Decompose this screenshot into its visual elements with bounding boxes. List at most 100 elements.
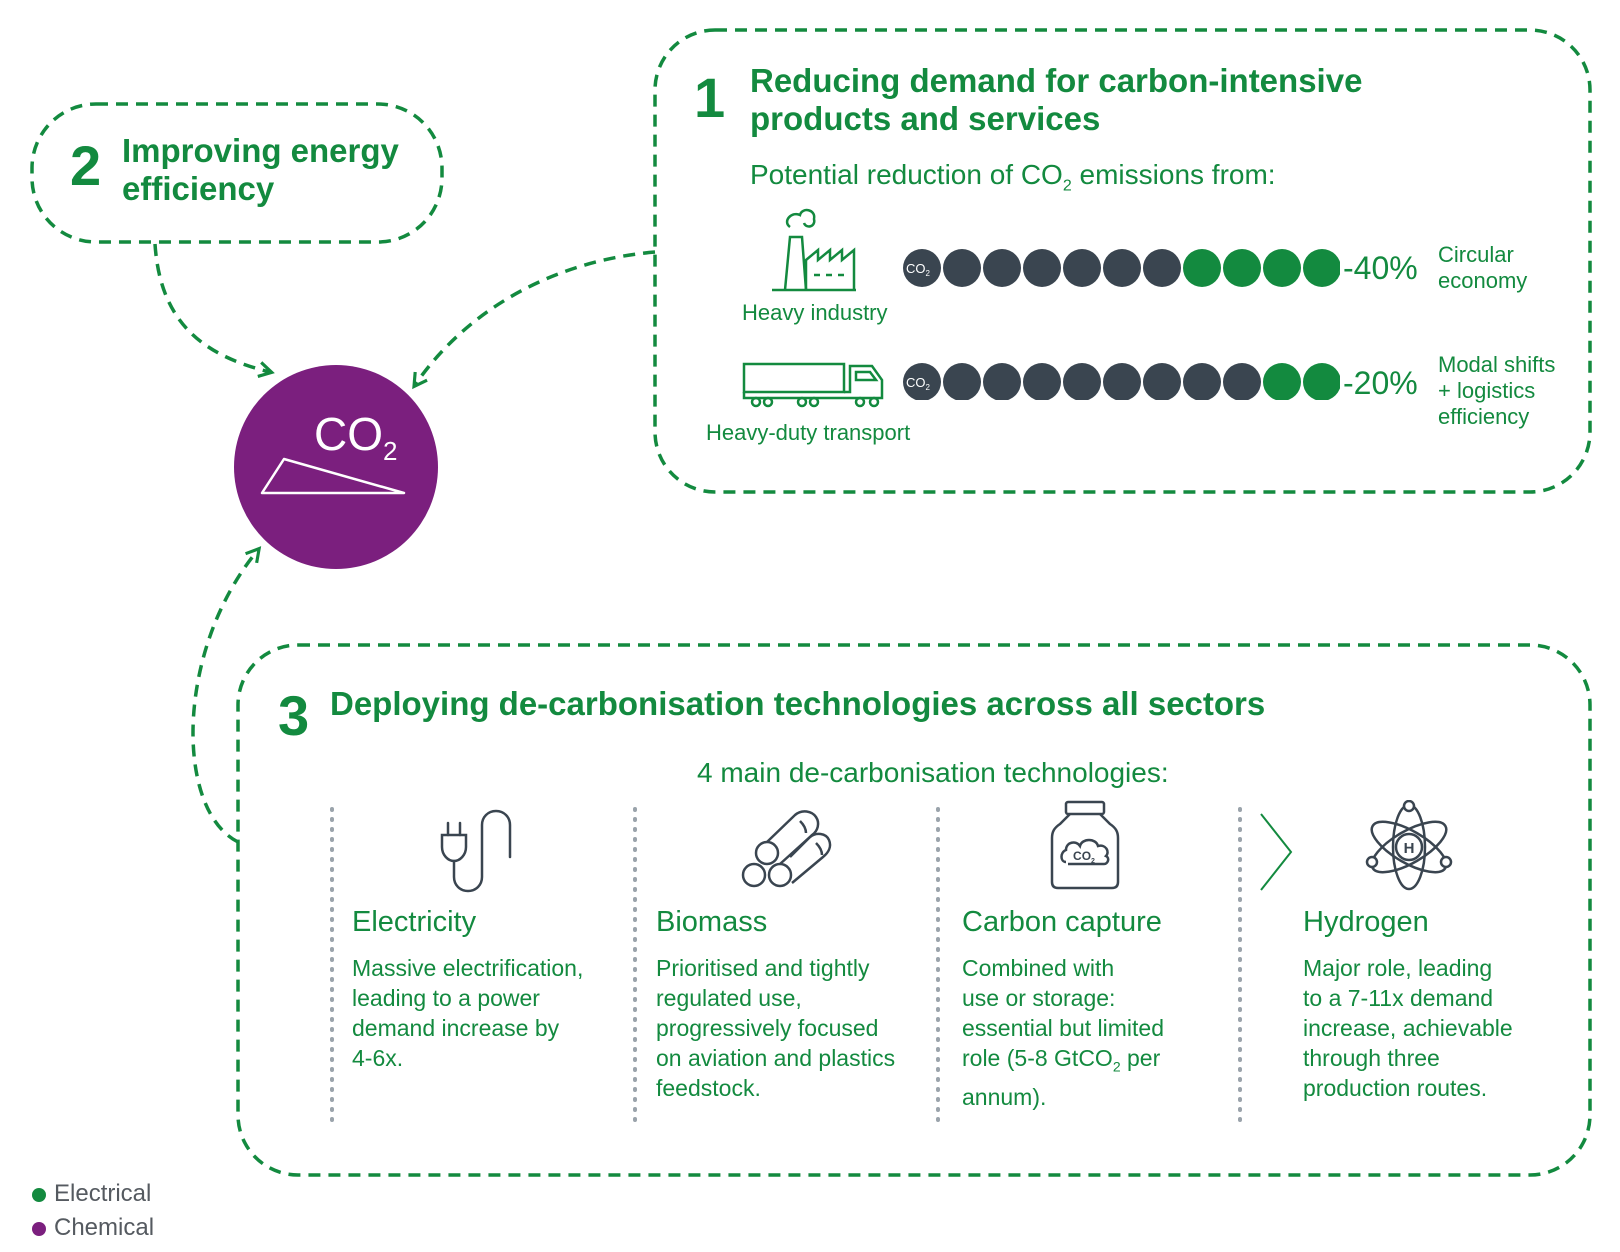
tech-desc-line: feedstock. xyxy=(656,1075,761,1101)
box2-frame xyxy=(30,102,444,244)
tech-desc-line: essential but limited xyxy=(962,1015,1164,1041)
tech-desc-line: to a 7-11x demand xyxy=(1303,985,1494,1011)
tech-desc-line: production routes. xyxy=(1303,1075,1488,1101)
box1-title-line1: Reducing demand for carbon-intensive xyxy=(750,62,1363,99)
reduction-dot-green xyxy=(1223,249,1261,287)
row1-percent: -40% xyxy=(1343,250,1418,286)
box1-frame xyxy=(653,28,1592,494)
box2-title-line1: Improving energy xyxy=(122,132,399,169)
emission-dot-dark xyxy=(1143,249,1181,287)
box1-subtitle: Potential reduction of CO2 emissions fro… xyxy=(750,159,1276,195)
arrow-box3-to-co2 xyxy=(191,546,262,844)
tech-electricity-title: Electricity xyxy=(352,906,477,938)
tech-desc-line: annum). xyxy=(962,1083,1047,1110)
box1-title-line2: products and services xyxy=(750,100,1101,137)
emission-dot-dark xyxy=(983,363,1021,400)
row2-label: Heavy-duty transport xyxy=(706,420,911,445)
tech-desc-line: regulated use, xyxy=(656,985,802,1011)
box3-subtitle: 4 main de-carbonisation technologies: xyxy=(697,757,1169,788)
box1-number: 1 xyxy=(694,66,726,129)
reduction-dot-green xyxy=(1303,363,1340,400)
box2-title: Improving energy efficiency xyxy=(122,132,399,208)
emission-dot-dark xyxy=(1063,363,1101,400)
emission-dot-dark xyxy=(983,249,1021,287)
co2-chip-text: CO2 xyxy=(906,261,931,278)
box3-title: Deploying de-carbonisation technologies … xyxy=(330,685,1266,722)
box3-number: 3 xyxy=(278,684,310,747)
emission-dot-dark xyxy=(1023,363,1061,400)
tech-desc-line: increase, achievable xyxy=(1303,1015,1513,1041)
emission-dot-dark xyxy=(1103,249,1141,287)
truck-icon xyxy=(742,362,884,408)
emission-dot-dark xyxy=(943,249,981,287)
legend-label: Chemical xyxy=(54,1214,155,1241)
emission-dot-dark xyxy=(1143,363,1181,400)
tech-desc-line: Prioritised and tightly xyxy=(656,955,870,981)
legend-item-chemical: Chemical xyxy=(32,1214,154,1242)
co2-chip-text: CO2 xyxy=(906,375,931,392)
box2-title-line2: efficiency xyxy=(122,170,275,207)
legend-dot-electrical xyxy=(32,1187,46,1202)
tech-carbon-capture-desc: Combined with use or storage: essential … xyxy=(962,953,1232,1112)
tech-desc-line: Massive electrification, xyxy=(352,955,584,981)
row2-description: Modal shifts + logistics efficiency xyxy=(1438,352,1555,430)
tech-desc-line: Combined with xyxy=(962,955,1115,981)
emission-dot-dark xyxy=(943,363,981,400)
tech-desc-line: demand increase by xyxy=(352,1015,560,1041)
row1-desc-line1: Circular xyxy=(1438,242,1514,267)
emission-dot-dark xyxy=(1183,363,1221,400)
emission-dot-dark xyxy=(1223,363,1261,400)
tech-desc-line: 4-6x. xyxy=(352,1045,404,1071)
row2-desc-line3: efficiency xyxy=(1438,404,1530,429)
row2-percent: -20% xyxy=(1343,365,1418,401)
legend-dot-chemical xyxy=(32,1221,46,1236)
emission-dot-dark xyxy=(1023,249,1061,287)
jar-co2-text: CO2 xyxy=(1073,849,1095,865)
tech-desc-line: on aviation and plastics xyxy=(656,1045,896,1071)
tech-desc-line: Major role, leading xyxy=(1303,955,1493,981)
legend-label: Electrical xyxy=(54,1180,152,1207)
tech-electricity: Electricity Massive electrification, lea… xyxy=(352,906,622,1073)
box2-number: 2 xyxy=(70,134,102,197)
co2-jar-icon: CO2 xyxy=(1050,800,1120,890)
row1-desc-line2: economy xyxy=(1438,268,1528,293)
decline-wedge-icon xyxy=(260,457,406,495)
tech-hydrogen-desc: Major role, leading to a 7-11x demand in… xyxy=(1303,953,1573,1103)
tech-biomass-desc: Prioritised and tightly regulated use, p… xyxy=(656,953,936,1103)
tech-biomass-title: Biomass xyxy=(656,906,768,938)
logs-icon xyxy=(741,810,832,888)
co2-chip xyxy=(903,363,941,400)
chevron-right-icon xyxy=(1260,813,1293,891)
factory-icon xyxy=(772,208,856,292)
arrow-box1-to-co2 xyxy=(412,250,656,390)
legend-item-electrical: Electrical xyxy=(32,1180,154,1208)
reduction-dot-green xyxy=(1183,249,1221,287)
arrow-box2-to-co2 xyxy=(153,243,275,378)
box3-frame xyxy=(236,643,1592,1177)
co2-circle: CO2 xyxy=(234,365,438,569)
tech-electricity-desc: Massive electrification, leading to a po… xyxy=(352,953,622,1073)
tech-hydrogen-title: Hydrogen xyxy=(1303,906,1429,938)
plug-icon xyxy=(440,809,512,893)
atom-h-text: H xyxy=(1404,840,1415,857)
row1-label: Heavy industry xyxy=(742,300,888,325)
tech-hydrogen: Hydrogen Major role, leading to a 7-11x … xyxy=(1303,906,1573,1103)
reduction-dot-green xyxy=(1263,249,1301,287)
tech-desc-line: through three xyxy=(1303,1045,1440,1071)
emission-dot-dark xyxy=(1063,249,1101,287)
reduction-dot-green xyxy=(1303,249,1340,287)
tech-desc-line: progressively focused xyxy=(656,1015,879,1041)
tech-carbon-capture: Carbon capture Combined with use or stor… xyxy=(962,906,1232,1112)
co2-chip xyxy=(903,249,941,287)
legend: Electrical Chemical xyxy=(32,1180,154,1242)
column-separators xyxy=(330,807,1242,1127)
row2-desc-line1: Modal shifts xyxy=(1438,352,1556,377)
atom-icon: H xyxy=(1365,800,1453,891)
tech-desc-line: use or storage: xyxy=(962,985,1116,1011)
emission-dot-dark xyxy=(1103,363,1141,400)
tech-desc-line: role (5-8 GtCO2 per xyxy=(962,1045,1161,1075)
tech-carbon-capture-title: Carbon capture xyxy=(962,906,1162,938)
row1-description: Circular economy xyxy=(1438,242,1527,294)
